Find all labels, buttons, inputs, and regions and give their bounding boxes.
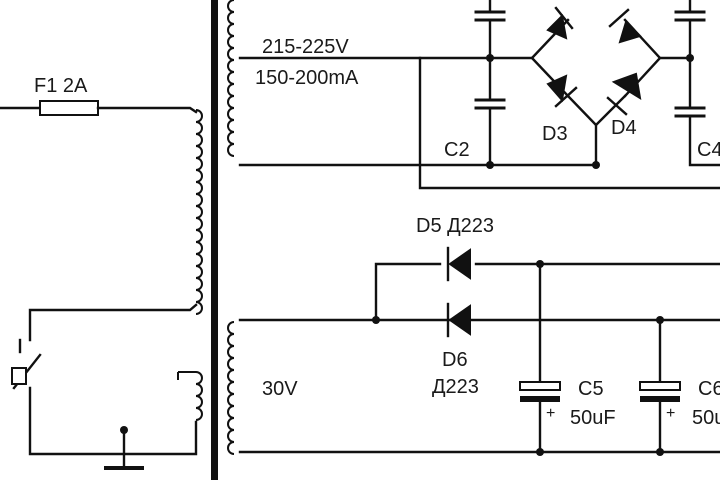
mains-wiring xyxy=(0,100,198,470)
lv-secondary-winding xyxy=(227,321,235,455)
c5-label: C5 xyxy=(578,378,604,400)
transformer-core xyxy=(211,0,218,480)
d4-label: D4 xyxy=(611,117,637,139)
diode-d3 xyxy=(546,74,578,108)
primary-winding xyxy=(195,109,203,315)
c5-value-label: 50uF xyxy=(570,407,616,429)
d6-type-label: Д223 xyxy=(432,376,479,398)
diode-d5 xyxy=(446,246,471,282)
fuse-f1 xyxy=(39,100,99,116)
hv-wiring xyxy=(238,0,720,190)
c6-value-label: 50uF xyxy=(692,407,720,429)
c6-label: C6 xyxy=(698,378,720,400)
c4-label: C4 xyxy=(697,139,720,161)
fuse-label: F1 2A xyxy=(34,75,88,97)
c6-plus-label: + xyxy=(666,405,675,422)
diode-d1 xyxy=(546,6,574,40)
hv-voltage-label: 215-225V xyxy=(262,36,349,58)
c5-plus-label: + xyxy=(546,405,555,422)
lv-wiring xyxy=(238,260,720,456)
lv-voltage-label: 30V xyxy=(262,378,298,400)
diode-d4 xyxy=(606,72,642,116)
hv-current-label: 150-200mA xyxy=(255,67,359,89)
diode-d6 xyxy=(446,302,471,338)
diode-d2 xyxy=(608,8,642,44)
aux-winding xyxy=(177,371,203,421)
d5-label: D5 Д223 xyxy=(416,215,494,237)
c2-label: C2 xyxy=(444,139,470,161)
d6-name-label: D6 xyxy=(442,349,468,371)
d3-label: D3 xyxy=(542,123,568,145)
hv-secondary-winding xyxy=(227,0,235,157)
